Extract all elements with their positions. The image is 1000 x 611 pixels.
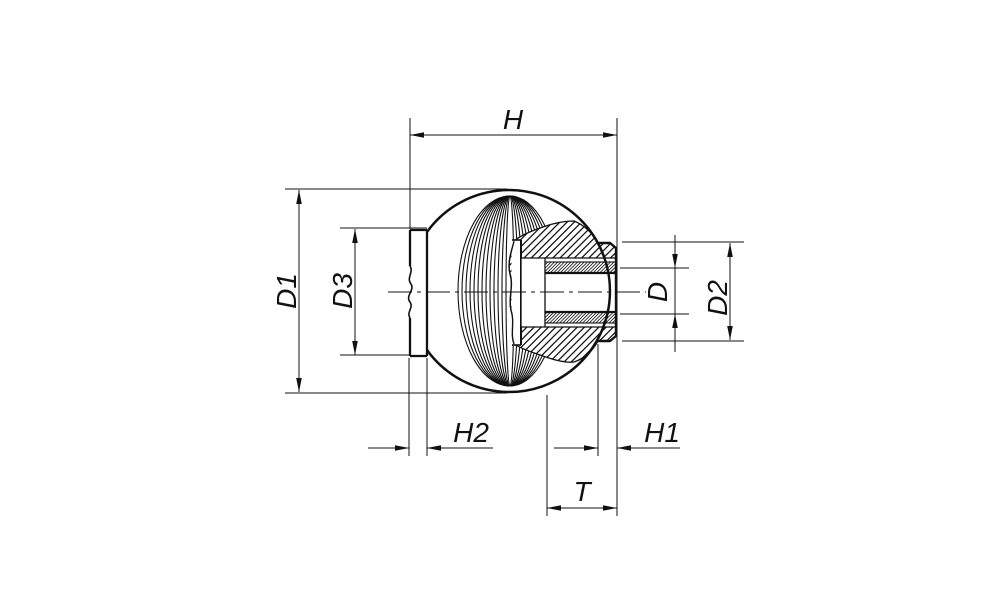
dimension-label-h: H	[503, 104, 524, 135]
dimension-label-h1: H1	[644, 417, 680, 448]
dimension-labels: H D1 D3 D D2 H2 H1 T	[271, 104, 733, 507]
dimension-label-d2: D2	[702, 280, 733, 316]
dimension-label-d1: D1	[271, 273, 302, 309]
dimension-label-h2: H2	[453, 417, 489, 448]
dimension-label-d: D	[642, 282, 673, 302]
ball-silhouette	[425, 188, 612, 394]
thread-hatch	[545, 262, 616, 323]
flat-face	[407, 228, 429, 358]
dimension-arrows	[296, 132, 733, 511]
face-break-line	[407, 265, 413, 319]
dimension-label-d3: D3	[327, 273, 358, 309]
rib-texture	[457, 195, 559, 387]
dimension-label-t: T	[573, 476, 592, 507]
